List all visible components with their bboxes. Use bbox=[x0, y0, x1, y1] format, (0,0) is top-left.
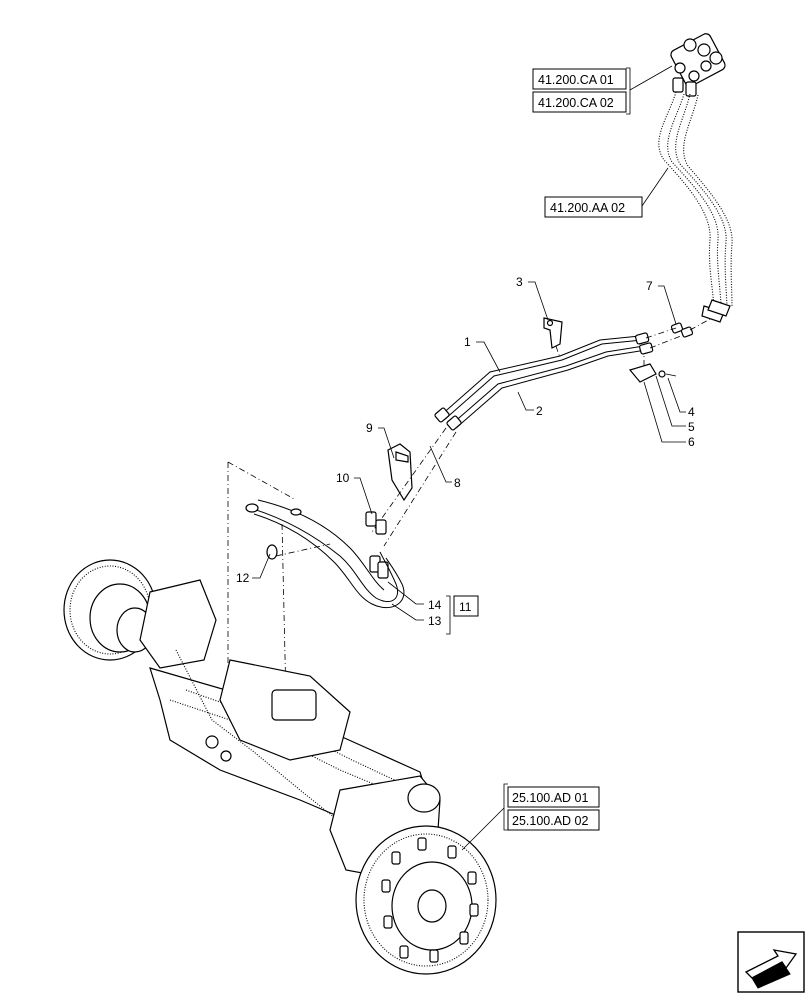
callout-7[interactable]: 7 bbox=[646, 279, 653, 293]
callout-10[interactable]: 10 bbox=[336, 471, 350, 485]
fittings-10 bbox=[365, 511, 389, 579]
callout-12[interactable]: 12 bbox=[236, 571, 250, 585]
ref-box-ad01 bbox=[507, 786, 600, 808]
hose-bundle-upper bbox=[658, 91, 733, 323]
ref-box-ad02 bbox=[507, 809, 600, 831]
callout-3[interactable]: 3 bbox=[516, 275, 523, 289]
rigid-pipes bbox=[434, 317, 713, 431]
callout-8[interactable]: 8 bbox=[454, 476, 461, 490]
callout-14[interactable]: 14 bbox=[428, 598, 442, 612]
clamp-4-5-6 bbox=[628, 356, 677, 383]
callout-2[interactable]: 2 bbox=[536, 404, 543, 418]
callout-13[interactable]: 13 bbox=[428, 614, 442, 628]
ref-41-200-ca-01[interactable]: 41.200.CA 01 bbox=[538, 73, 614, 87]
leader-lines bbox=[252, 65, 686, 851]
reference-boxes: 41.200.CA 01 41.200.CA 02 41.200.AA 02 2… bbox=[507, 68, 643, 831]
ref-25-100-ad-02[interactable]: 25.100.AD 02 bbox=[512, 814, 588, 828]
callout-5[interactable]: 5 bbox=[688, 420, 695, 434]
hoses-13-14 bbox=[245, 499, 405, 609]
ref-41-200-ca-02[interactable]: 41.200.CA 02 bbox=[538, 96, 614, 110]
callout-4[interactable]: 4 bbox=[688, 405, 695, 419]
assembly-line-8b bbox=[383, 431, 457, 547]
callout-numbers: 1 2 3 4 5 6 7 8 9 10 12 13 14 11 bbox=[236, 275, 695, 628]
ref-box-aa02 bbox=[544, 196, 643, 218]
wheel-studs bbox=[381, 837, 479, 963]
ref-41-200-aa-02[interactable]: 41.200.AA 02 bbox=[550, 201, 625, 215]
next-page-arrow-icon[interactable] bbox=[737, 931, 805, 993]
callout-6[interactable]: 6 bbox=[688, 435, 695, 449]
bracket-3 bbox=[543, 317, 563, 359]
ref-box-ca02 bbox=[532, 91, 627, 113]
callout-11-box bbox=[453, 595, 479, 617]
callout-11[interactable]: 11 bbox=[459, 600, 472, 614]
ref-25-100-ad-01[interactable]: 25.100.AD 01 bbox=[512, 791, 588, 805]
front-axle bbox=[63, 559, 497, 975]
callout-1[interactable]: 1 bbox=[464, 335, 471, 349]
ref-box-ca01 bbox=[532, 68, 627, 90]
valve-block bbox=[670, 33, 726, 97]
bracket-9 bbox=[387, 443, 413, 502]
callout-9[interactable]: 9 bbox=[366, 421, 373, 435]
assembly-line-8 bbox=[371, 427, 447, 533]
